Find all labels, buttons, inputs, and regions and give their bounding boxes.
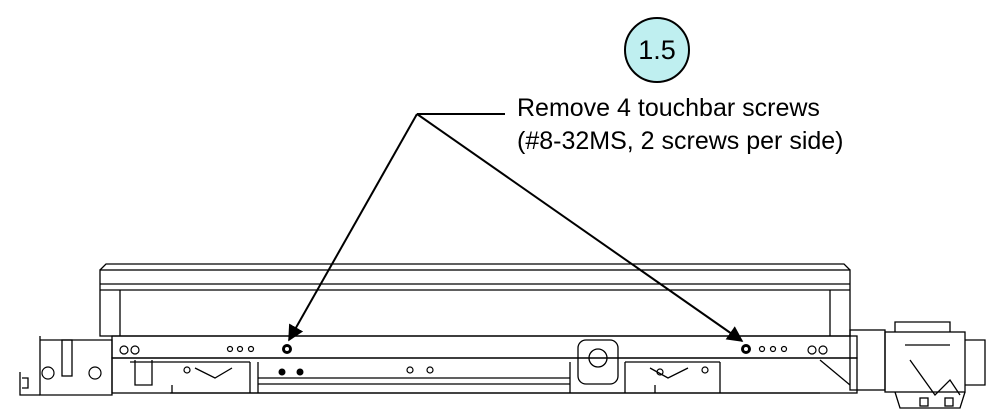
instruction-line-2: (#8-32MS, 2 screws per side): [517, 127, 844, 155]
touchbar-housing: [99, 263, 851, 337]
callout-leader: [288, 113, 744, 342]
touchbar-screw-right[interactable]: [741, 344, 751, 354]
leader-arrow-right: [416, 113, 744, 342]
lower-rail-screws: [278, 368, 304, 376]
step-number: 1.5: [638, 34, 676, 65]
mounting-holes: [41, 345, 828, 380]
leader-arrow-left: [288, 113, 418, 342]
instruction-line-1: Remove 4 touchbar screws: [517, 94, 820, 122]
instruction-callout: Remove 4 touchbar screws (#8-32MS, 2 scr…: [517, 92, 987, 158]
mounting-rail: [19, 335, 858, 396]
touchbar-screw-left[interactable]: [282, 344, 292, 354]
step-number-badge: 1.5: [624, 17, 690, 83]
right-mechanism: [819, 321, 986, 409]
